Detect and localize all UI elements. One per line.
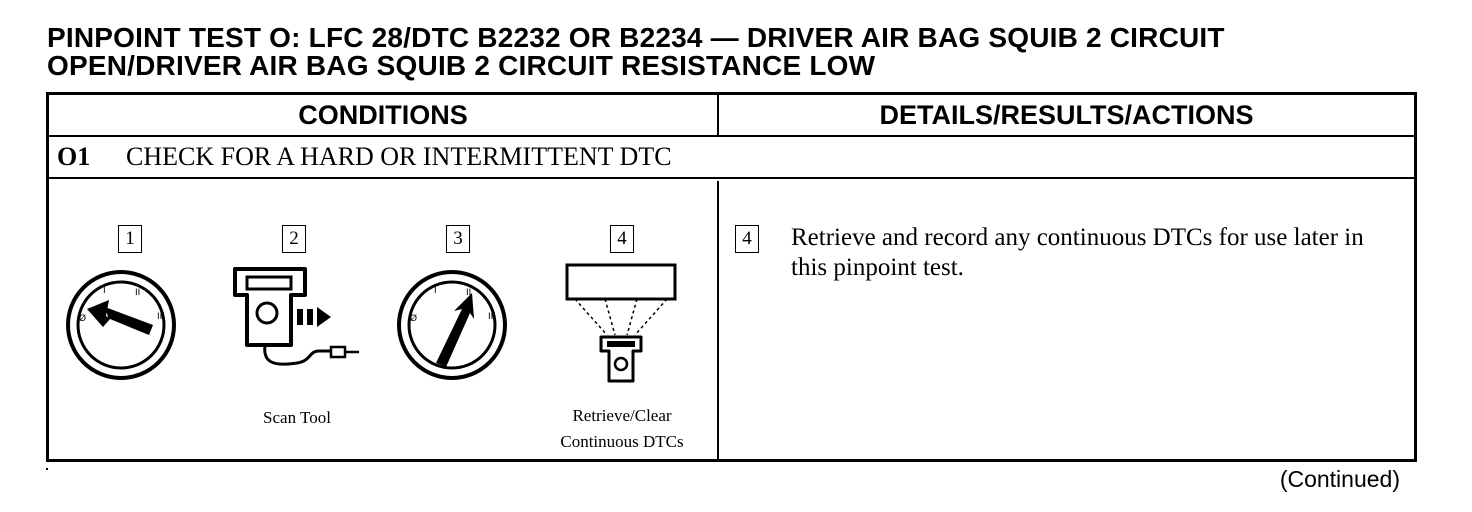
action-number: 4: [735, 225, 759, 253]
pinpoint-test-table: CONDITIONS DETAILS/RESULTS/ACTIONS O1 CH…: [46, 92, 1417, 462]
scan-tool-caption: Scan Tool: [263, 408, 331, 427]
svg-text:I: I: [103, 286, 106, 296]
svg-text:Ø: Ø: [410, 313, 417, 324]
title-line-2: OPEN/DRIVER AIR BAG SQUIB 2 CIRCUIT RESI…: [47, 50, 876, 81]
conditions-cell: 1 Ø I II III 2 Scan Tool 3: [49, 181, 719, 459]
illustration-number-2: 2: [282, 225, 306, 253]
retrieve-dtc-caption-line-1: Retrieve/Clear: [572, 406, 672, 425]
conditions-header: CONDITIONS: [49, 95, 719, 135]
step-title: CHECK FOR A HARD OR INTERMITTENT DTC: [126, 142, 672, 171]
scan-tool-icon: [233, 267, 359, 366]
ignition-switch-run-icon: Ø I II III: [397, 270, 507, 380]
illustration-number-3: 3: [446, 225, 470, 253]
svg-text:Ø: Ø: [79, 313, 86, 324]
continued-label: (Continued): [1279, 466, 1400, 492]
details-header: DETAILS/RESULTS/ACTIONS: [879, 100, 1254, 130]
retrieve-dtc-caption-line-2: Continuous DTCs: [560, 432, 684, 451]
retrieve-dtc-caption: Retrieve/Clear Continuous DTCs: [529, 403, 715, 455]
page-mark: [46, 468, 48, 470]
svg-text:II: II: [466, 288, 471, 298]
svg-text:III: III: [157, 312, 165, 322]
step-number: O1: [57, 142, 91, 171]
action-text: Retrieve and record any continuous DTCs …: [791, 224, 1364, 281]
table-header-row: CONDITIONS DETAILS/RESULTS/ACTIONS: [49, 95, 1414, 137]
illustration-number-1: 1: [118, 225, 142, 253]
title-line-1: PINPOINT TEST O: LFC 28/DTC B2232 OR B22…: [47, 22, 1225, 53]
svg-text:III: III: [488, 312, 496, 322]
step-row: O1 CHECK FOR A HARD OR INTERMITTENT DTC: [49, 137, 1414, 179]
illustration-number-4: 4: [610, 225, 634, 253]
page-title: PINPOINT TEST O: LFC 28/DTC B2232 OR B22…: [47, 24, 1447, 80]
ignition-switch-off-icon: Ø I II III: [66, 270, 176, 380]
details-cell: 4 Retrieve and record any continuous DTC…: [721, 181, 1414, 459]
svg-text:I: I: [434, 286, 437, 296]
svg-text:II: II: [135, 288, 140, 298]
retrieve-dtc-display-icon: [565, 263, 677, 383]
